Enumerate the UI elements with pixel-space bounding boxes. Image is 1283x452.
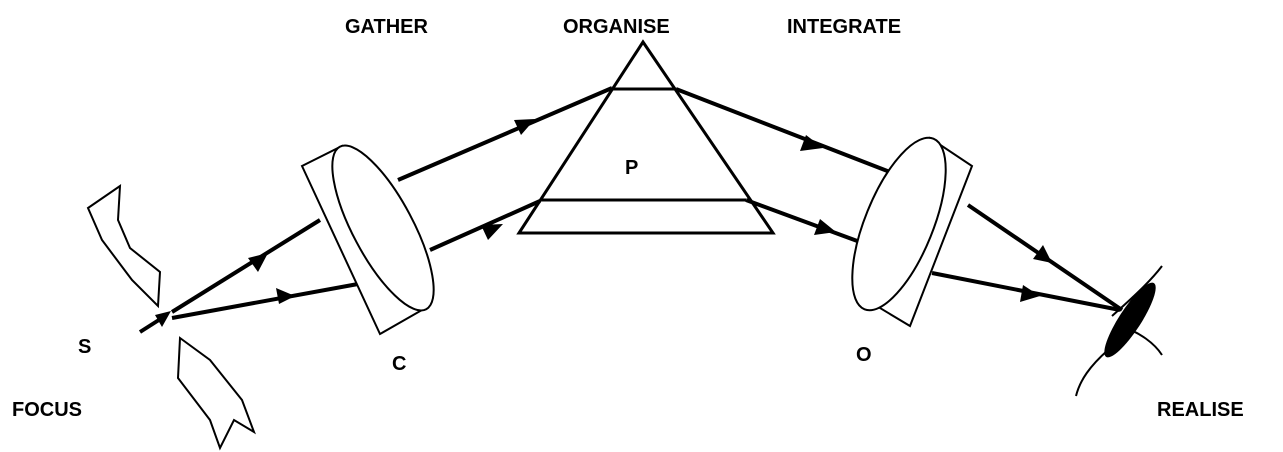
arrowhead-4: [481, 224, 503, 240]
component-label-prism: P: [625, 157, 638, 179]
condenser-lens: [300, 144, 435, 336]
ray-condenser-prism-upper: [397, 86, 613, 182]
source-arrowhead: [155, 311, 171, 327]
lower-baffle: [176, 336, 256, 451]
arrowhead-3: [514, 119, 535, 135]
objective-lens: [851, 136, 974, 328]
objective-lens-face: [851, 136, 947, 312]
component-label-source: S: [78, 336, 91, 358]
eye-pupil: [1104, 282, 1156, 358]
arrowhead-5: [800, 135, 823, 151]
stage-label-integrate: INTEGRATE: [787, 16, 901, 38]
arrowhead-2: [276, 288, 295, 304]
component-label-condenser: C: [392, 353, 406, 375]
prism: [516, 39, 776, 235]
stage-label-gather: GATHER: [345, 16, 429, 38]
arrowhead-7: [1033, 245, 1052, 263]
arrowhead-1: [248, 253, 268, 272]
stage-label-realise: REALISE: [1157, 399, 1244, 421]
ray-source-upper: [170, 218, 322, 314]
arrowhead-8: [1020, 285, 1040, 302]
component-label-objective: O: [856, 344, 872, 366]
upper-baffle: [86, 184, 162, 309]
stage-label-organise: ORGANISE: [563, 16, 670, 38]
stage-label-focus: FOCUS: [12, 399, 82, 421]
ray-prism-objective-lower: [745, 198, 861, 244]
eye-cheek: [1075, 349, 1109, 397]
eye-icon: [1075, 265, 1163, 397]
ray-source-lower: [171, 282, 359, 320]
prism-triangle: [516, 39, 776, 235]
ray-prism-objective-upper: [675, 87, 891, 174]
condenser-lens-face: [331, 144, 435, 312]
arrowhead-6: [814, 219, 836, 235]
